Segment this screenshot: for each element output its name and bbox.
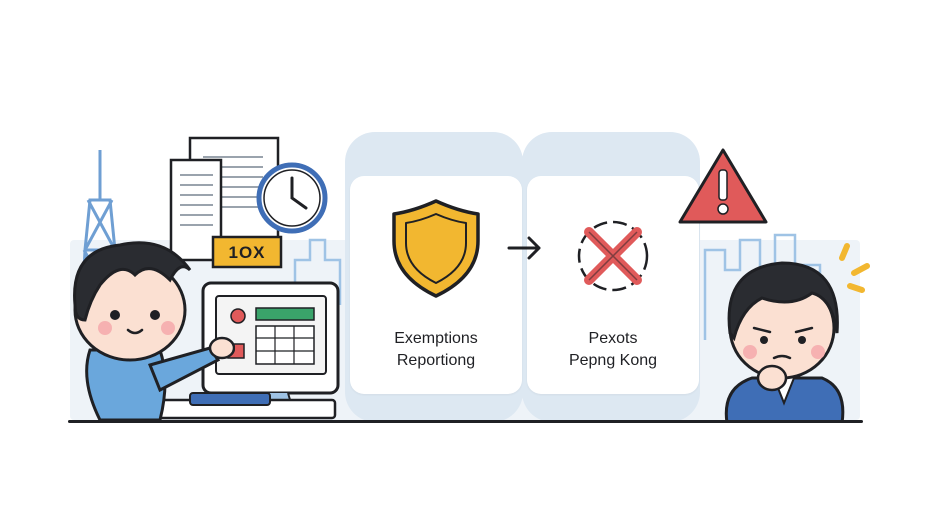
keyboard-icon <box>153 392 337 420</box>
worried-woman-icon <box>724 243 870 423</box>
shield-icon <box>392 199 480 298</box>
man-at-computer-icon <box>73 241 235 420</box>
arrow-right-icon <box>507 236 541 260</box>
rejection-card: Pexots Pepng Kong <box>527 176 699 394</box>
skyline-right-icon <box>703 233 822 340</box>
exemptions-card: Exemptions Reportiong <box>350 176 522 394</box>
warning-icon <box>678 148 768 224</box>
skyline-left-icon <box>293 238 342 305</box>
rejection-card-label: Pexots Pepng Kong <box>568 330 658 369</box>
document-tag-label: 1OX <box>228 243 266 262</box>
exemptions-card-label: Exemptions Reportiong <box>394 330 478 369</box>
clock-icon <box>256 162 328 234</box>
reject-x-icon <box>577 220 649 292</box>
ground-line <box>68 420 863 423</box>
